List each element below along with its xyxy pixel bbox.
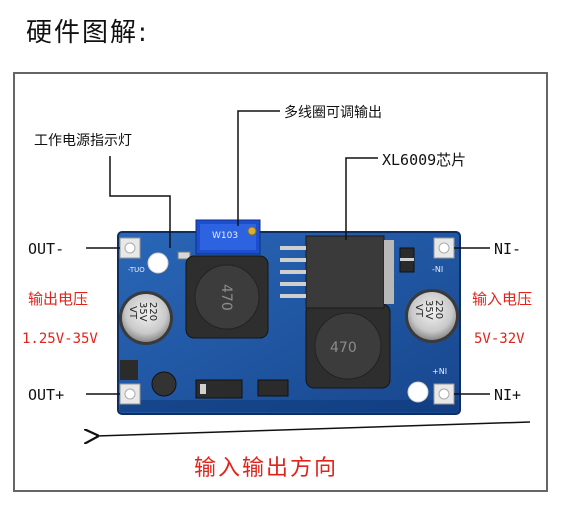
inductor-left-code: 470 xyxy=(218,284,234,311)
cap-right-series: VT xyxy=(413,304,424,318)
label-out-minus: OUT- xyxy=(28,240,65,258)
power-led xyxy=(177,251,191,260)
smd-diode-band xyxy=(200,384,206,394)
cap-left-series: VT xyxy=(127,306,138,320)
page-title: 硬件图解: xyxy=(26,18,149,48)
pad-in-plus xyxy=(433,383,455,405)
label-multi-turn: 多线圈可调输出 xyxy=(284,105,382,121)
inductor-right: 470 xyxy=(305,303,391,389)
cap-left-value: 220 xyxy=(147,302,158,321)
label-chip: XL6009芯片 xyxy=(382,151,467,169)
pad-in-minus xyxy=(433,237,455,259)
leader-power-led xyxy=(109,156,171,248)
pad-out-minus xyxy=(119,237,141,259)
direction-arrow xyxy=(96,421,531,436)
label-output-range: 1.25V-35V xyxy=(22,331,98,347)
pad-label-out-minus: -TUO xyxy=(128,266,145,274)
label-in-minus: NI- xyxy=(494,240,522,258)
label-output-voltage: 输出电压 xyxy=(28,290,89,308)
label-input-voltage: 输入电压 xyxy=(472,290,533,308)
pad-label-in-plus: +NI xyxy=(432,367,447,376)
smd-chip-bottom xyxy=(257,379,289,397)
cap-right-value: 220 xyxy=(433,300,444,319)
mount-hole-right xyxy=(407,381,429,403)
potentiometer: W103 xyxy=(195,219,261,255)
small-inductor xyxy=(151,371,177,397)
label-input-range: 5V-32V xyxy=(474,331,525,347)
leader-multi-turn xyxy=(237,110,280,226)
cap-left-rating: 35V xyxy=(137,302,148,322)
label-power-led: 工作电源指示灯 xyxy=(34,133,132,149)
capacitor-left: 220 35V VT xyxy=(119,291,173,345)
pad-out-plus xyxy=(119,383,141,405)
smd-block-left xyxy=(120,360,138,380)
leader-lines xyxy=(86,110,490,395)
mount-hole-left xyxy=(147,252,169,274)
smd-diode-bottom xyxy=(195,379,243,399)
diode-band xyxy=(400,258,414,261)
pad-label-in-minus: -NI xyxy=(432,265,443,274)
inductor-left: 470 xyxy=(185,255,269,339)
label-out-plus: OUT+ xyxy=(28,386,65,404)
chip-xl6009 xyxy=(280,235,394,309)
label-in-plus: NI+ xyxy=(494,386,522,404)
leader-chip xyxy=(345,157,378,240)
inductor-right-code: 470 xyxy=(330,340,357,356)
pot-code: W103 xyxy=(212,231,238,241)
capacitor-right: 220 35V VT xyxy=(405,289,459,343)
label-direction: 输入输出方向 xyxy=(194,456,339,481)
cap-right-rating: 35V xyxy=(423,300,434,320)
